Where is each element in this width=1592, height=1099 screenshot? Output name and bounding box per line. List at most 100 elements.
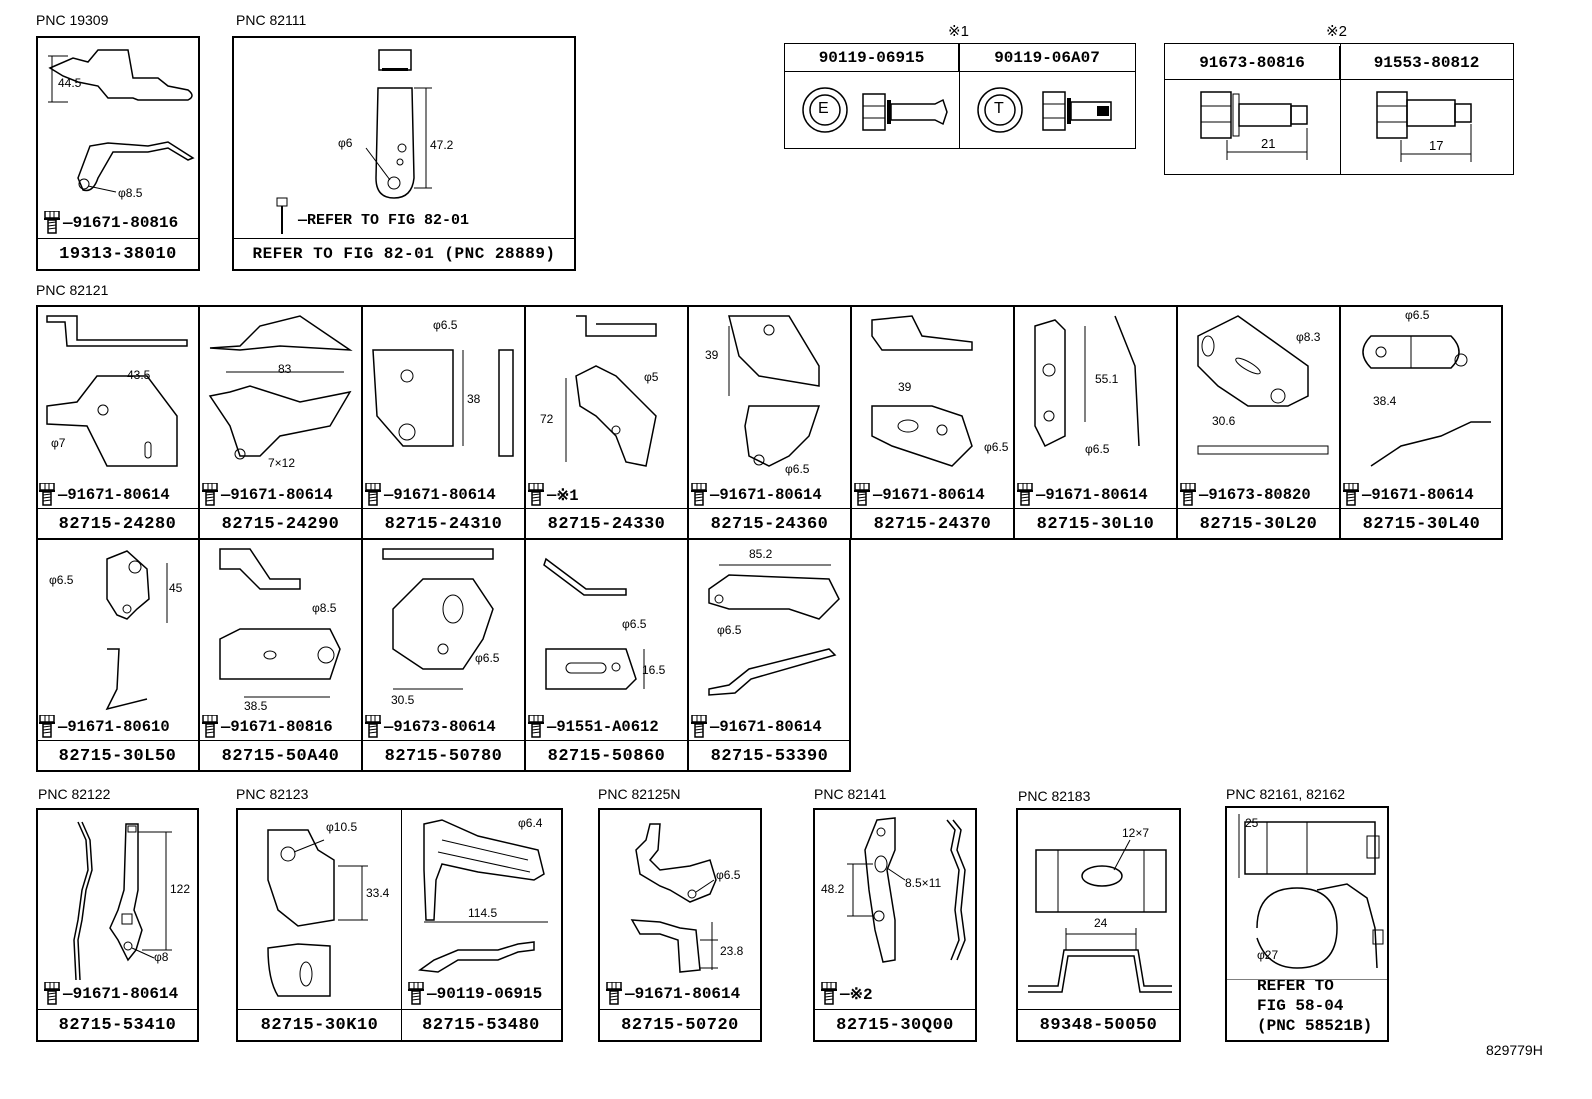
bolt-part-number[interactable]: 91671-80614 xyxy=(634,985,741,1003)
bolt-part-number[interactable]: 91671-80614 xyxy=(393,486,496,504)
part-number[interactable]: 89348-50050 xyxy=(1018,1009,1179,1040)
part-number[interactable]: 82715-50860 xyxy=(526,740,687,771)
bolt-part-number[interactable]: 91671-80614 xyxy=(719,718,822,736)
bolt-part-number[interactable]: 91671-80614 xyxy=(67,486,170,504)
part-number[interactable]: REFER TO FIG 82-01 (PNC 28889) xyxy=(234,238,574,269)
part-box-89348-50050[interactable]: 12×7 24 89348-50050 xyxy=(1016,808,1181,1042)
part-number[interactable]: 82715-30L40 xyxy=(1341,508,1502,539)
part-number[interactable]: 82715-50720 xyxy=(600,1009,760,1040)
pnc-label-82125n: PNC 82125N xyxy=(598,786,681,802)
part-box-82715-50720[interactable]: φ6.5 23.8 —91671-80614 82715-50720 xyxy=(598,808,762,1042)
refer-note-inline[interactable]: —REFER TO FIG 82-01 xyxy=(298,212,470,229)
clamp-drawing xyxy=(1227,808,1387,980)
figure-code: 829779H xyxy=(1486,1042,1543,1058)
pnc-label-82141: PNC 82141 xyxy=(814,786,887,802)
dim-label: 30.6 xyxy=(1212,414,1236,428)
part-box-82161-82162: 25 φ27 REFER TO FIG 58-04 (PNC 58521B) xyxy=(1225,806,1389,1042)
legend-letter-t: T xyxy=(994,100,1004,117)
legend-col-label[interactable]: 90119-06915 xyxy=(785,44,959,72)
dim-hole: φ6 xyxy=(338,136,353,150)
part-number[interactable]: 82715-24330 xyxy=(526,508,687,539)
dim-label: φ7 xyxy=(51,436,66,450)
bolt-part-number[interactable]: ※2 xyxy=(849,986,873,1004)
bolt-part-number[interactable]: 91671-80614 xyxy=(230,486,333,504)
part-number[interactable]: 82715-30L50 xyxy=(37,740,198,771)
bolt-callout: —91671-80614 xyxy=(44,982,178,1006)
part-number[interactable]: 82715-53410 xyxy=(38,1009,197,1040)
part-number[interactable]: 82715-30Q00 xyxy=(815,1009,975,1040)
refer-note[interactable]: REFER TO FIG 58-04 (PNC 58521B) xyxy=(1257,976,1372,1036)
bracket-drawing xyxy=(200,306,360,481)
part-box-19313-38010[interactable]: 44.5 φ8.5 —91671-80816 19313-38010 xyxy=(36,36,200,271)
bracket-drawing xyxy=(1178,306,1338,481)
part-number[interactable]: 82715-24360 xyxy=(689,508,850,539)
bolt-icon xyxy=(606,982,623,1005)
dim-height: 44.5 xyxy=(58,76,82,90)
bracket-drawing xyxy=(238,810,563,1010)
bolt-callout: —91671-80816 xyxy=(44,211,178,235)
dim-hole: φ10.5 xyxy=(326,820,358,834)
legend-col-label[interactable]: 90119-06A07 xyxy=(959,44,1135,72)
part-number[interactable]: 82715-24310 xyxy=(363,508,524,539)
pnc-label-82183: PNC 82183 xyxy=(1018,788,1091,804)
part-box-82715-30q00[interactable]: 48.2 8.5×11 —※2 82715-30Q00 xyxy=(813,808,977,1042)
bolt-part-number[interactable]: 91551-A0612 xyxy=(556,718,659,736)
bolt-part-number[interactable]: ※1 xyxy=(556,486,579,505)
part-number[interactable]: 19313-38010 xyxy=(38,238,198,269)
bolt-callout: —91671-80614 xyxy=(39,483,170,507)
bolt-icon xyxy=(408,982,425,1005)
bolt-icon xyxy=(1343,483,1360,506)
part-number[interactable]: 82715-30K10 xyxy=(238,1009,401,1040)
part-number[interactable]: 82715-53390 xyxy=(689,740,850,771)
dim-label: 83 xyxy=(278,362,292,376)
pnc-label-82122: PNC 82122 xyxy=(38,786,111,802)
bolt-part-number[interactable]: 91673-80614 xyxy=(393,718,496,736)
part-number[interactable]: 82715-24280 xyxy=(37,508,198,539)
bolt-icon xyxy=(528,483,545,506)
part-box-82111[interactable]: φ6 47.2 —REFER TO FIG 82-01 REFER TO FIG… xyxy=(232,36,576,271)
dim-height: 25 xyxy=(1245,816,1259,830)
bolt-part-number[interactable]: 91671-80614 xyxy=(719,486,822,504)
part-number[interactable]: 82715-30L20 xyxy=(1178,508,1339,539)
part-number[interactable]: 82715-50780 xyxy=(363,740,524,771)
part-number[interactable]: 82715-30L10 xyxy=(1015,508,1176,539)
bolt-part-number[interactable]: 91671-80816 xyxy=(72,214,179,232)
bolt-part-number[interactable]: 90119-06915 xyxy=(436,985,543,1003)
legend-col-label[interactable]: 91553-80812 xyxy=(1340,46,1513,80)
part-number[interactable]: 82715-24290 xyxy=(200,508,361,539)
dim-hole: φ8.5 xyxy=(118,186,143,200)
bolt-part-number[interactable]: 91673-80820 xyxy=(1208,486,1311,504)
bracket-drawing xyxy=(852,306,1012,481)
bolt-part-number[interactable]: 91671-80610 xyxy=(67,718,170,736)
bolt-part-number[interactable]: 91671-80816 xyxy=(230,718,333,736)
part-number[interactable]: 82715-24370 xyxy=(852,508,1013,539)
part-box-82715-53410[interactable]: 122 φ8 —91671-80614 82715-53410 xyxy=(36,808,199,1042)
part-number[interactable]: 82715-50A40 xyxy=(200,740,361,771)
bolt-part-number[interactable]: 91671-80614 xyxy=(882,486,985,504)
dim-height: 47.2 xyxy=(430,138,454,152)
bolt-icon xyxy=(202,483,219,506)
legend-col-label[interactable]: 91673-80816 xyxy=(1165,46,1340,80)
bolt-part-number[interactable]: 91671-80614 xyxy=(1371,486,1474,504)
dim-height: 48.2 xyxy=(821,882,845,896)
bolt-part-number[interactable]: 91671-80614 xyxy=(1045,486,1148,504)
bolt-callout: —91671-80614 xyxy=(854,483,985,507)
refer-line: (PNC 58521B) xyxy=(1257,1017,1373,1035)
bolt-part-number[interactable]: 91671-80614 xyxy=(72,985,179,1003)
bolt-callout: —90119-06915 xyxy=(408,982,542,1006)
part-number[interactable]: 82715-53480 xyxy=(401,1009,561,1040)
